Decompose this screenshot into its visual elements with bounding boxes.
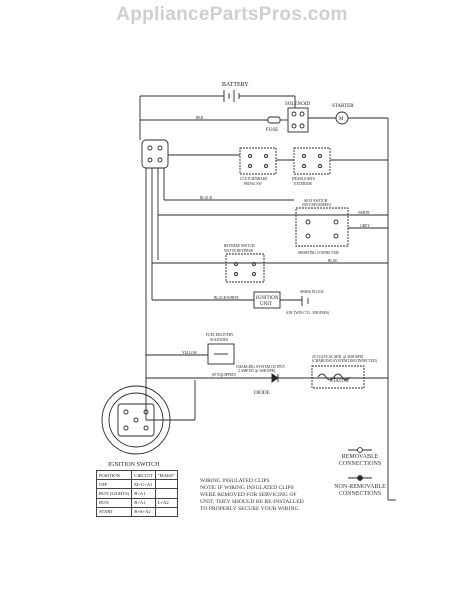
alternator-label-2: (CHARGING SYSTEM DISCONNECTED) — [312, 359, 378, 363]
fuse-symbol — [267, 116, 288, 124]
table-cell: M+G+A1 — [131, 479, 156, 490]
wire-label-white: WHITE — [358, 211, 370, 215]
table-cell: L+A2 — [154, 497, 178, 508]
wire-label-blue: BLUE — [328, 259, 338, 263]
shorting-connector-label: SHORTING CONNECTOR — [298, 251, 339, 255]
battery-label: BATTERY — [222, 82, 249, 88]
table-header-cell: "MAKE" — [154, 469, 178, 481]
stator-label: STATOR — [330, 379, 349, 384]
seat-switch-label: SEAT SWITCH — [304, 199, 328, 203]
spark-plugs-symbol — [301, 296, 309, 306]
reverse-switch-label-2: NOT IN REVERSE — [224, 249, 254, 253]
ignition-unit-label: IGNITION — [256, 296, 279, 301]
note-line: WIRING INSULATED CLIPS — [200, 478, 270, 484]
legend-removable: REMOVABLE CONNECTIONS — [330, 454, 390, 468]
table-cell — [154, 506, 178, 517]
note-line: NOTE: IF WIRING INSULATED CLIPS — [200, 485, 294, 491]
ignition-unit-label-2: UNIT — [260, 302, 272, 307]
seat-switch-symbol — [295, 207, 349, 247]
spark-plugs-label-2: (ON TWIN CYL. ENGINES) — [286, 311, 330, 315]
ignition-switch-title: IGNITION SWITCH — [108, 462, 160, 468]
table-cell: B+S+A2 — [131, 506, 156, 517]
table-cell — [154, 479, 178, 490]
diode-symbol — [262, 373, 279, 383]
table-cell: B+A1 — [131, 488, 156, 499]
headlights-switch-symbol — [293, 147, 331, 175]
wire-label-black: BLACK — [200, 196, 213, 200]
seat-switch-label-2: (NOT REQUIRED) — [302, 203, 332, 207]
reverse-switch-label: REVERSE SWITCH — [224, 244, 255, 248]
table-cell: RUN — [95, 497, 133, 508]
note-line: WERE REMOVED FOR SERVICING OF — [200, 492, 297, 498]
legend-removable-label: REMOVABLE — [341, 454, 379, 460]
table-cell: RUN (LIGHTS) — [95, 488, 133, 499]
legend-nonremovable-label-2: CONNECTIONS — [338, 491, 382, 497]
solenoid-label: SOLENOID — [285, 102, 310, 107]
nonremovable-connection-symbol — [348, 475, 372, 481]
alternator-label: 20 VOLTS AC MIN. @ 3600 RPM — [312, 355, 364, 359]
fuel-solenoid-label: FUEL DELIVERY — [206, 333, 234, 337]
fuel-solenoid-symbol — [207, 343, 235, 365]
diode-label: DIODE — [254, 391, 270, 396]
table-header-cell: CIRCUIT — [131, 469, 156, 481]
legend-nonremovable-label: NON-REMOVABLE — [334, 484, 386, 490]
fuse-label: FUSE — [266, 128, 278, 133]
table-cell: B+A1 — [131, 497, 156, 508]
charging-label-3: (IF EQUIPPED) — [212, 373, 237, 377]
key-switch-connector — [141, 139, 169, 169]
table-row: RUN (LIGHTS) B+A1 — [95, 488, 178, 499]
ignition-switch-symbol — [101, 385, 171, 455]
table-header-row: POSITION CIRCUIT "MAKE" — [95, 469, 178, 481]
reverse-switch-symbol — [225, 253, 265, 283]
wire-label-black-white: BLACK/WHITE — [214, 296, 240, 300]
wire-label-red: RED — [196, 116, 204, 120]
table-cell: OFF — [95, 479, 133, 490]
stator-box — [311, 365, 365, 389]
removable-connection-symbol — [348, 447, 372, 453]
headlights-label-2: EXTERIOR — [294, 182, 312, 186]
clutch-brake-label-2: PEDAL SW — [244, 182, 262, 186]
charging-label-2: 3 AMP DC @ 3600 RPM — [238, 369, 276, 373]
starter-symbol-label: M — [339, 117, 344, 122]
note-line: TO PROPERLY SECURE YOUR WIRING. — [200, 506, 300, 512]
charging-label: CHARGING SYSTEM OUTPUT — [236, 365, 286, 369]
solenoid-symbol — [287, 107, 309, 133]
table-cell — [154, 488, 178, 499]
battery-symbol — [140, 90, 296, 108]
table-row: START B+S+A2 — [95, 506, 178, 517]
table-row: RUN B+A1 L+A2 — [95, 497, 178, 508]
table-header-cell: POSITION — [95, 469, 133, 481]
clutch-brake-switch-symbol — [239, 147, 277, 175]
legend-nonremovable: NON-REMOVABLE CONNECTIONS — [326, 484, 394, 498]
ignition-switch-table: POSITION CIRCUIT "MAKE" OFF M+G+A1 RUN (… — [95, 469, 178, 517]
legend-removable-label-2: CONNECTIONS — [338, 461, 382, 467]
starter-label: STARTER — [332, 104, 354, 109]
table-row: OFF M+G+A1 — [95, 479, 178, 490]
table-cell: START — [95, 506, 133, 517]
watermark: AppliancePartsPros.com — [116, 4, 348, 25]
clutch-brake-label: CLUTCH/BRAKE — [240, 177, 268, 181]
wire-label-grey: GREY — [360, 224, 370, 228]
ignition-unit-box — [253, 291, 281, 309]
spark-plugs-label: SPARK PLUGS — [300, 290, 324, 294]
headlights-label: HEADLIGHTS — [292, 177, 315, 181]
note-line: UNIT, THEY SHOULD BE RE-INSTALLED — [200, 499, 304, 505]
wire-label-yellow: YELLOW — [182, 351, 198, 355]
wiring-note: WIRING INSULATED CLIPS NOTE: IF WIRING I… — [200, 478, 330, 513]
fuel-solenoid-label-2: SOLENOID — [210, 338, 228, 342]
